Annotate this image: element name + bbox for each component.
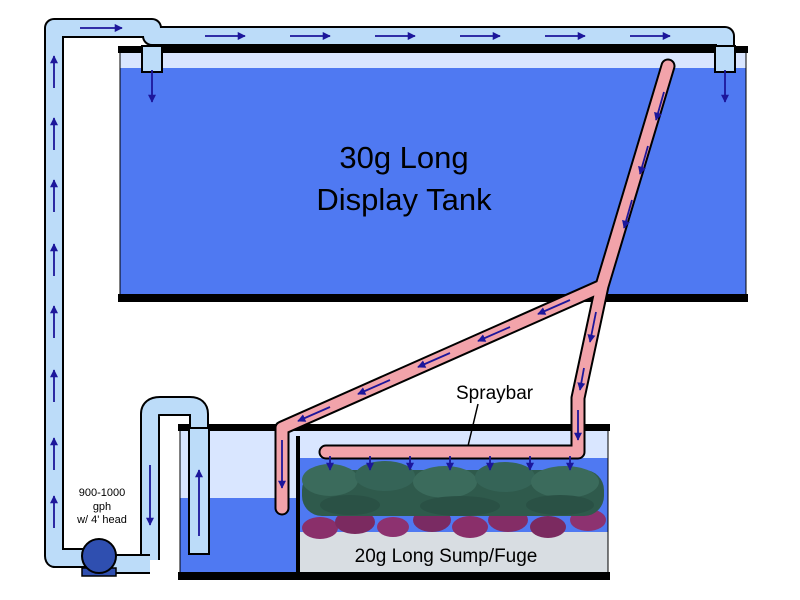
return-nozzle-left (141, 45, 163, 73)
flow-arrow-icon (477, 326, 511, 342)
return-nozzle-right (714, 45, 736, 73)
display-tank-title-line2: Display Tank (316, 182, 492, 217)
drain-line: Spraybar (274, 58, 676, 516)
display-tank-title-line1: 30g Long (339, 140, 468, 175)
pump-rate-line3: w/ 4' head (76, 514, 127, 526)
display-tank-top-rim (118, 46, 748, 53)
flow-arrow-icon (638, 145, 649, 175)
macroalgae-clump (320, 495, 380, 515)
sand-bed (298, 532, 608, 575)
display-tank-bottom-rim (118, 294, 748, 302)
drain-flow-arrows (277, 91, 665, 489)
macroalgae (302, 461, 604, 516)
macroalgae-clump (355, 461, 415, 491)
flow-arrow-icon (587, 311, 597, 343)
return-line (44, 18, 736, 574)
sump-top-rim (178, 424, 610, 431)
rock (302, 517, 338, 539)
macroalgae-clump (302, 464, 358, 496)
flow-arrow-icon (417, 352, 451, 368)
sump-baffle (296, 436, 300, 575)
macroalgae-clump (526, 495, 594, 515)
spraybar-label: Spraybar (456, 383, 534, 404)
rock (452, 516, 488, 538)
pump-rate-line2: gph (93, 501, 111, 513)
flow-arrow-icon (357, 379, 391, 395)
macroalgae-clump (475, 462, 535, 492)
flow-arrow-icon (622, 199, 633, 229)
flow-arrow-icon (654, 91, 665, 121)
macroalgae-clump (420, 496, 500, 516)
rock (377, 517, 409, 537)
macroalgae-clump (531, 466, 599, 498)
display-tank-water (120, 68, 746, 298)
sump-label: 20g Long Sump/Fuge (355, 546, 538, 567)
sump-bottom-rim (178, 572, 610, 580)
flow-arrow-icon (537, 299, 571, 315)
flow-arrow-icon (577, 367, 586, 391)
spraybar-flow-arrows (325, 456, 575, 471)
display-tank-air-gap (120, 50, 746, 68)
macroalgae-clump (413, 466, 477, 498)
rock (530, 516, 566, 538)
return-flow-arrows (49, 23, 730, 536)
spraybar-leader-line (467, 403, 479, 447)
pump-rate-line1: 900-1000 (79, 487, 126, 499)
pump-icon (81, 538, 117, 574)
pump: 900-1000 gph w/ 4' head (76, 487, 127, 577)
flow-arrow-icon (297, 406, 331, 422)
sump-tank: 20g Long Sump/Fuge (178, 424, 610, 580)
display-tank: 30g Long Display Tank (118, 46, 748, 302)
return-pipe-fill (46, 20, 733, 566)
